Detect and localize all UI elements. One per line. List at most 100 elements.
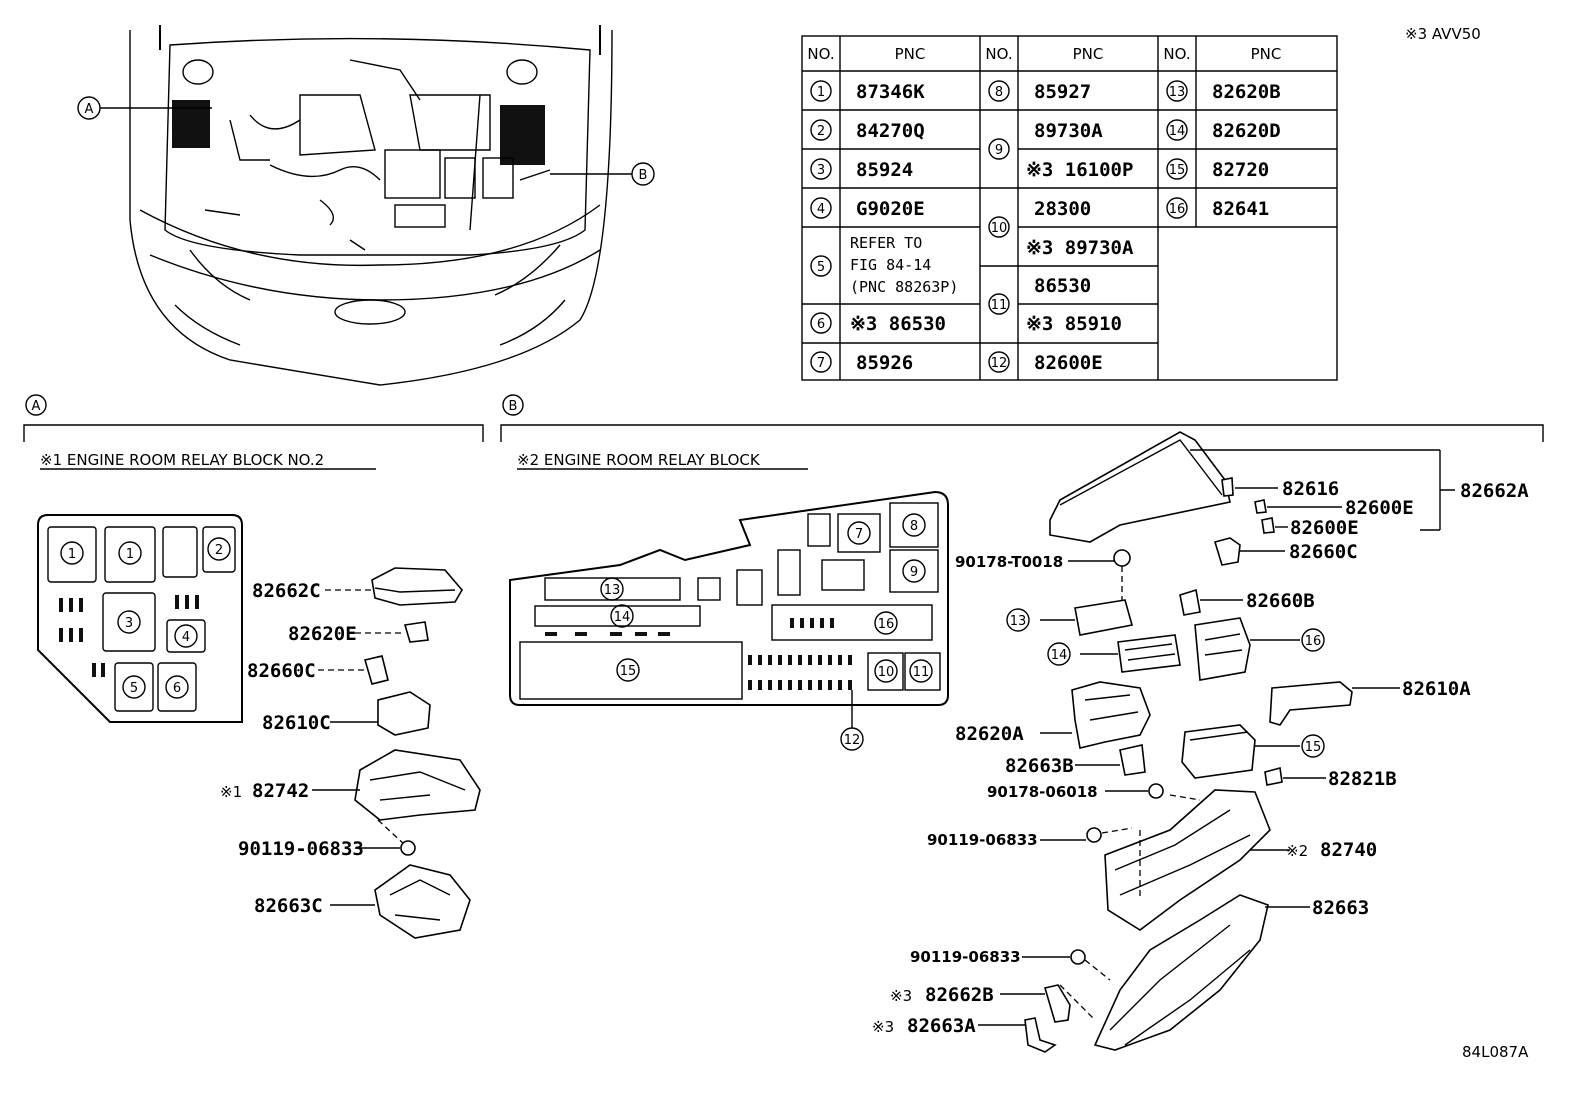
grid-number: 9	[910, 565, 918, 580]
table-row: 13 82620B	[1166, 80, 1281, 103]
table-row: 15 82720	[1166, 158, 1269, 181]
table-row: 6 ※3 86530	[810, 312, 946, 335]
row-pnc: 82641	[1212, 198, 1269, 220]
section-b-header: B ※2 ENGINE ROOM RELAY BLOCK	[500, 394, 1544, 470]
row-number: 16	[1169, 202, 1186, 217]
part-label: 82663B	[1005, 755, 1074, 777]
section-b-marker: B	[509, 399, 518, 414]
section-a-title: ※1 ENGINE ROOM RELAY BLOCK NO.2	[40, 451, 324, 469]
grid-number: 8	[910, 519, 918, 534]
row-number: 3	[817, 163, 825, 178]
callout-b-label: B	[639, 168, 648, 183]
grid-number: 14	[614, 610, 631, 625]
part-label: 82610C	[262, 712, 331, 734]
part-label: 90178-06018	[987, 783, 1098, 801]
row-pnc: 85927	[1034, 81, 1091, 103]
row-pnc-line-3: (PNC 88263P)	[850, 278, 958, 296]
grid-number: 4	[182, 630, 190, 645]
row-pnc-a: 28300	[1034, 198, 1091, 220]
relay-block-no2-layout: 1 1 2 3 4 5 6	[37, 514, 243, 723]
row-pnc: 84270Q	[856, 120, 925, 142]
row-number: 9	[995, 143, 1003, 158]
table-header-pnc-1: PNC	[895, 45, 926, 63]
row-number: 15	[1169, 163, 1186, 178]
table-row: 16 82641	[1166, 197, 1269, 220]
table-row: 12 82600E	[988, 351, 1103, 374]
row-pnc-b: ※3 16100P	[1026, 159, 1133, 181]
row-pnc: 82720	[1212, 159, 1269, 181]
table-row: 1 87346K	[810, 80, 925, 103]
row-pnc-line-1: REFER TO	[850, 234, 922, 252]
section-b-title: ※2 ENGINE ROOM RELAY BLOCK	[517, 451, 761, 469]
row-pnc: 82620B	[1212, 81, 1281, 103]
item-number: 14	[1051, 648, 1068, 663]
row-number: 5	[817, 260, 825, 275]
row-pnc-b: ※3 89730A	[1026, 237, 1134, 259]
fuse-row	[748, 618, 852, 690]
part-label: 82620E	[288, 623, 357, 645]
row-number: 2	[817, 124, 825, 139]
row-pnc: 82620D	[1212, 120, 1281, 142]
table-row: 10 28300 ※3 89730A	[988, 198, 1134, 259]
table-row: 3 85924	[810, 158, 913, 181]
row-pnc: G9020E	[856, 198, 925, 220]
section-a-header: A ※1 ENGINE ROOM RELAY BLOCK NO.2	[23, 394, 484, 470]
part-label: 82616	[1282, 478, 1339, 500]
row-pnc-a: 89730A	[1034, 120, 1103, 142]
part-note: ※1	[220, 783, 242, 801]
item-number: 15	[1305, 740, 1322, 755]
table-row: 5 REFER TO FIG 84-14 (PNC 88263P)	[810, 234, 958, 296]
part-label: 82663A	[907, 1015, 976, 1037]
row-number: 12	[991, 356, 1008, 371]
grid-number: 6	[173, 681, 181, 696]
grid-number: 12	[844, 733, 861, 748]
row-number: 13	[1169, 85, 1186, 100]
part-label: 82600E	[1345, 497, 1414, 519]
part-note: ※3	[890, 987, 912, 1005]
row-pnc: 87346K	[856, 81, 925, 103]
row-number: 4	[817, 202, 825, 217]
row-number: 1	[817, 85, 825, 100]
table-row: 4 G9020E	[810, 197, 925, 220]
figure-code: 84L087A	[1462, 1043, 1529, 1061]
table-header-no-3: NO.	[1163, 45, 1190, 63]
section-b-parts: 82662A 82616 82600E 82600E 82660C 90178-…	[872, 431, 1529, 1053]
part-label: 82600E	[1290, 517, 1359, 539]
part-label: 82662A	[1460, 480, 1529, 502]
part-label: 90178-T0018	[955, 553, 1063, 571]
grid-number: 2	[215, 543, 223, 558]
part-label: 82660C	[1289, 541, 1358, 563]
part-label: 82742	[252, 780, 309, 802]
part-label: 82821B	[1328, 768, 1397, 790]
item-number: 16	[1305, 634, 1322, 649]
row-number: 6	[817, 317, 825, 332]
callout-a-label: A	[85, 102, 94, 117]
part-label: 90119-06833	[910, 948, 1021, 966]
table-row: 14 82620D	[1166, 119, 1281, 142]
part-label: 90119-06833	[927, 831, 1038, 849]
part-label: 82620A	[955, 723, 1024, 745]
grid-number: 7	[855, 527, 863, 542]
row-number: 7	[817, 356, 825, 371]
row-pnc-line-2: FIG 84-14	[850, 256, 931, 274]
engine-bay-illustration: A B	[77, 25, 655, 386]
part-label: 82662B	[925, 984, 994, 1006]
row-number: 10	[991, 221, 1008, 236]
table-row: 11 86530 ※3 85910	[988, 275, 1122, 335]
grid-number: 13	[604, 583, 621, 598]
grid-number: 11	[913, 665, 930, 680]
section-a-parts: 82662C 82620E 82660C 82610C ※1 82742 901…	[220, 567, 481, 939]
part-label: 82663	[1312, 897, 1369, 919]
grid-number: 16	[878, 617, 895, 632]
part-note: ※2	[1286, 842, 1308, 860]
table-row: 8 85927	[988, 80, 1091, 103]
part-note: ※3	[872, 1018, 894, 1036]
part-label: 90119-06833	[238, 838, 364, 860]
relay-block-layout: 7 8 9 13 14 15 16 10 11 12	[509, 490, 949, 751]
item-number: 13	[1010, 614, 1027, 629]
row-number: 14	[1169, 124, 1186, 139]
section-a-marker: A	[32, 399, 41, 414]
table-header-no-2: NO.	[985, 45, 1012, 63]
part-label: 82740	[1320, 839, 1377, 861]
